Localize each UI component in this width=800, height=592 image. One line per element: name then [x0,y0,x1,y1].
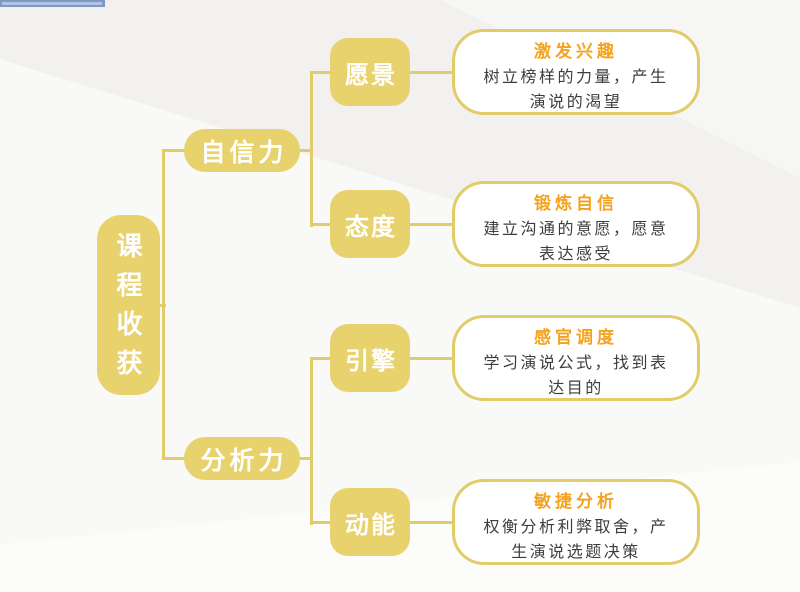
child-node-momentum: 动能 [330,488,410,556]
connector-line [298,457,313,460]
card-body: 权衡分析利弊取舍，产生演说选题决策 [483,519,669,561]
card-body: 学习演说公式，找到表达目的 [483,355,669,397]
detail-card: 锻炼自信 建立沟通的意愿，愿意表达感受 [452,181,700,267]
card-body: 树立榜样的力量，产生演说的渴望 [483,69,669,111]
child-node-label: 动能 [345,511,397,539]
child-node-label: 态度 [345,213,397,241]
connector-line [310,223,336,226]
connector-line [310,357,336,360]
branch-node-label: 自信力 [200,138,288,167]
connector-line [162,457,188,460]
window-edge-artifact [0,0,105,7]
detail-card: 敏捷分析 权衡分析利弊取舍，产生演说选题决策 [452,479,700,565]
root-node-label: 课程收获 [113,232,143,388]
detail-card: 激发兴趣 树立榜样的力量，产生演说的渴望 [452,29,700,115]
connector-line [162,149,165,460]
connector-line [310,357,313,525]
branch-node-label: 分析力 [200,446,288,475]
connector-line [310,521,336,524]
child-node-label: 引擎 [345,347,397,375]
child-node-vision: 愿景 [330,38,410,106]
connector-line [408,357,454,360]
detail-card: 感官调度 学习演说公式，找到表达目的 [452,315,700,401]
connector-line [156,304,166,307]
root-node: 课程收获 [97,215,160,395]
card-title: 敏捷分析 [534,492,618,511]
card-body: 建立沟通的意愿，愿意表达感受 [483,221,669,263]
child-node-attitude: 态度 [330,190,410,258]
child-node-engine: 引擎 [330,324,410,392]
card-title: 感官调度 [534,328,618,347]
card-title: 激发兴趣 [534,42,618,61]
connector-line [310,71,313,227]
child-node-label: 愿景 [345,61,397,89]
connector-line [310,71,336,74]
branch-node-confidence: 自信力 [184,129,300,172]
connector-line [162,149,188,152]
window-edge-artifact-inner [2,2,102,5]
branch-node-analysis: 分析力 [184,437,300,480]
connector-line [408,71,454,74]
connector-line [408,223,454,226]
connector-line [298,149,313,152]
connector-line [408,521,454,524]
card-title: 锻炼自信 [534,194,618,213]
